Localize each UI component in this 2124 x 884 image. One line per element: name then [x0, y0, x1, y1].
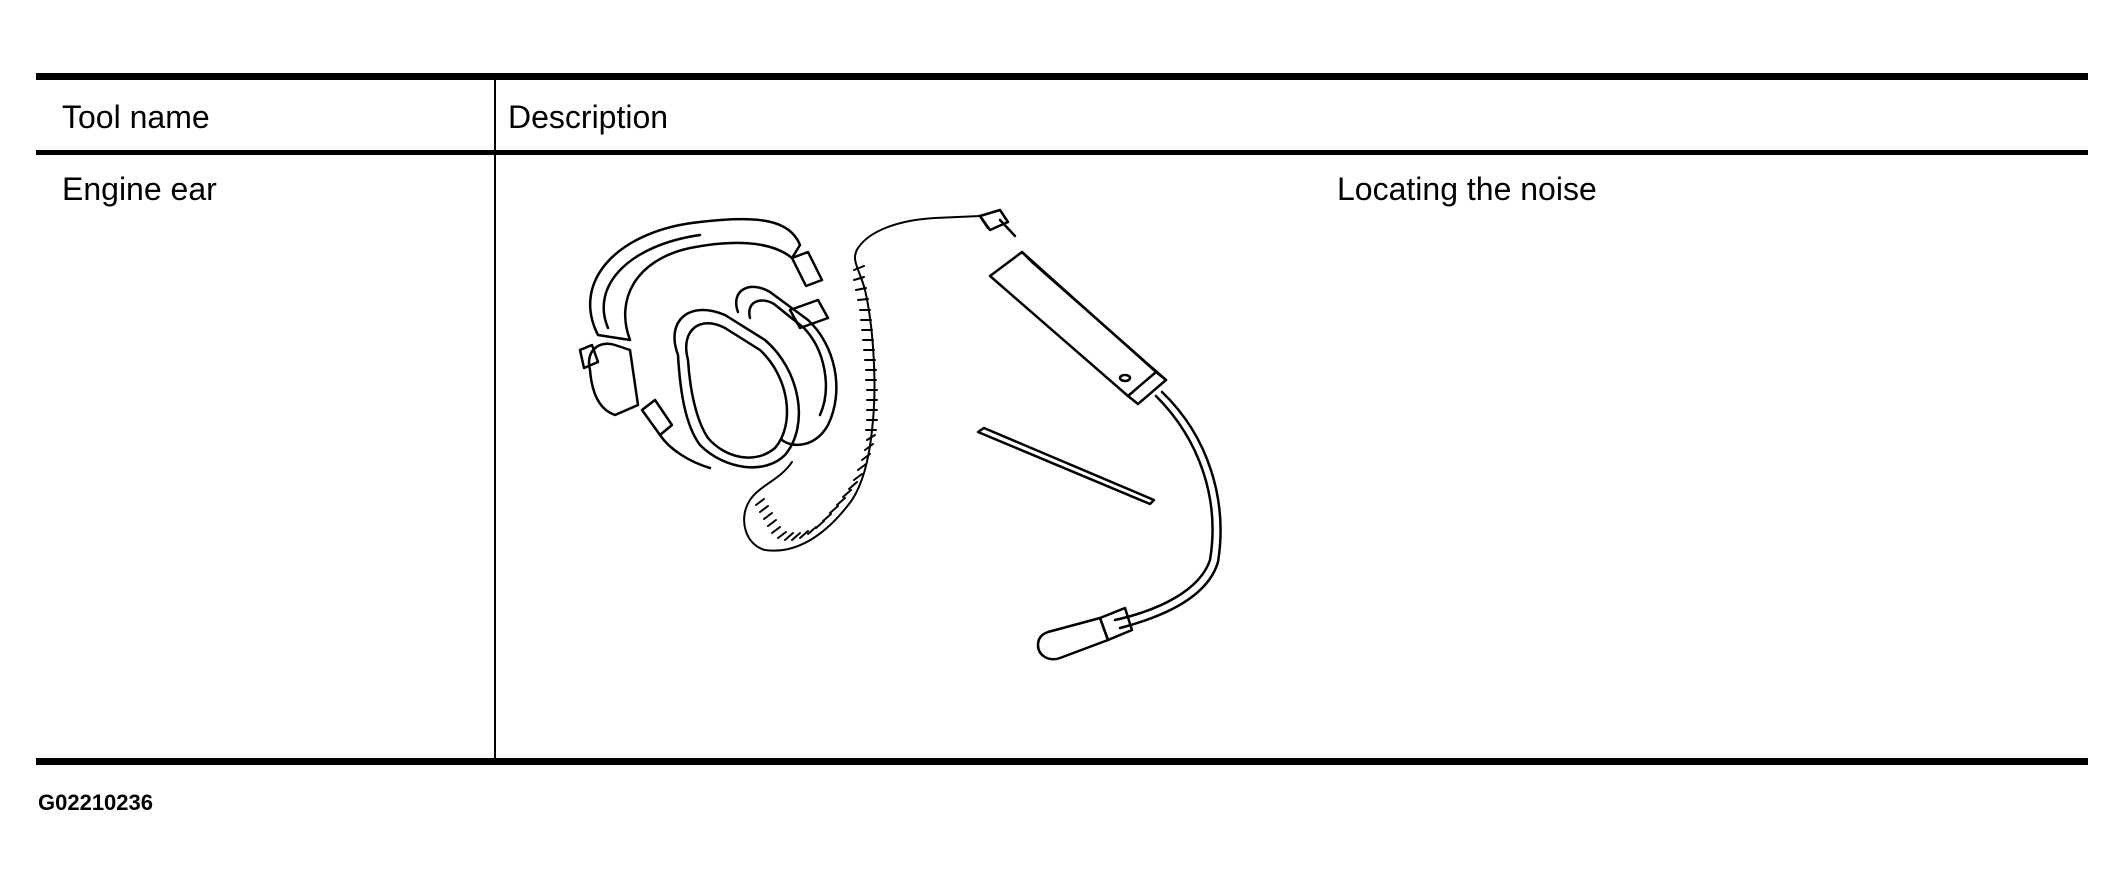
header-description: Description — [508, 99, 669, 135]
header-tool-name: Tool name — [62, 99, 210, 135]
engine-ear-illustration — [578, 208, 1222, 661]
table-header-rule — [36, 150, 2088, 155]
headphone-left-earcup — [578, 342, 640, 417]
amplifier-box — [978, 208, 1168, 406]
row-caption: Locating the noise — [1337, 171, 1597, 207]
headphone-right-earcup — [640, 308, 800, 470]
coiled-cord — [743, 215, 981, 552]
row-tool-name: Engine ear — [62, 171, 217, 207]
column-divider — [494, 73, 496, 765]
sensor-cable — [1036, 390, 1222, 661]
table-bottom-rule — [36, 758, 2088, 765]
headphone-second-earcup — [735, 285, 838, 447]
probe-rod — [976, 426, 1156, 506]
headphone-headband — [588, 217, 824, 342]
table-top-rule — [36, 73, 2088, 80]
figure-id: G02210236 — [38, 790, 153, 815]
